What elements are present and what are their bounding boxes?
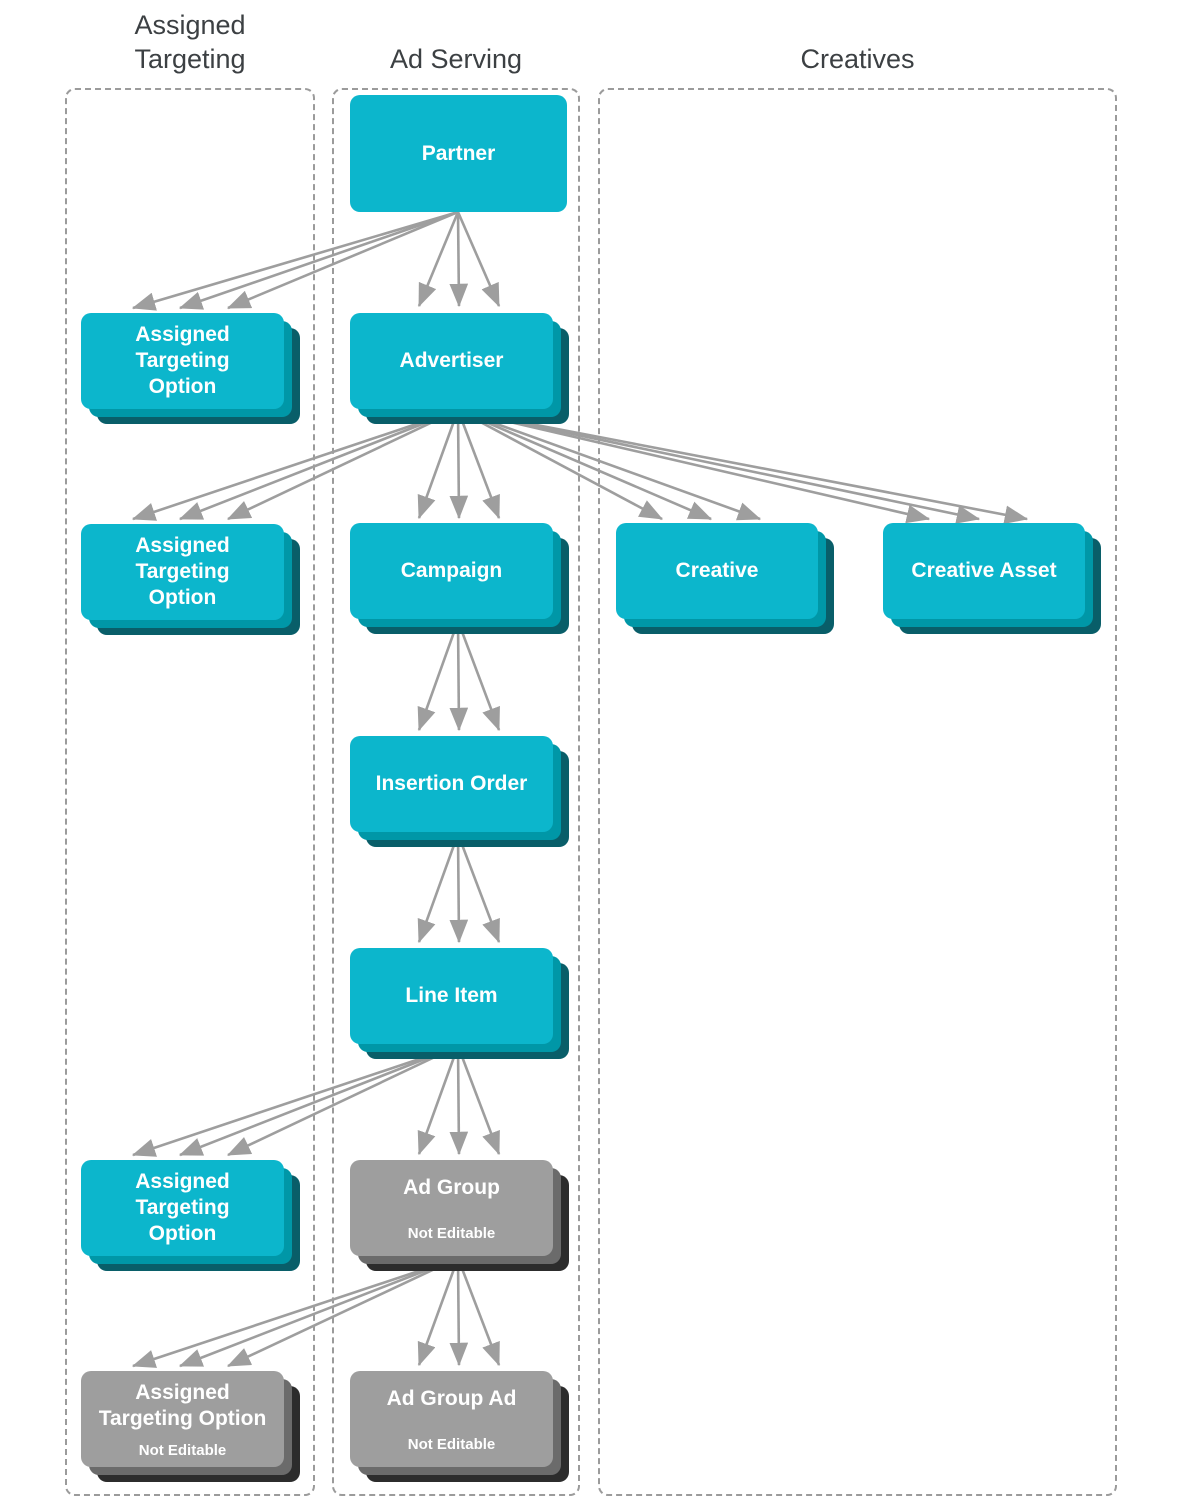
column-creatives [598, 88, 1117, 1496]
node-assigned-targeting-option-3: Assigned Targeting Option [81, 1160, 284, 1256]
node-campaign: Campaign [350, 523, 553, 619]
node-assigned-targeting-option-2: Assigned Targeting Option [81, 524, 284, 620]
node-creative-asset: Creative Asset [883, 523, 1085, 619]
node-assigned-targeting-option-1: Assigned Targeting Option [81, 313, 284, 409]
node-label: Advertiser [399, 349, 504, 372]
node-label: Insertion Order [375, 772, 528, 795]
node-label: Assigned Targeting Option [135, 1170, 230, 1245]
node-advertiser: Advertiser [350, 313, 553, 409]
node-label: Line Item [405, 984, 498, 1007]
node-label: Ad Group Ad [386, 1386, 517, 1410]
node-label: Campaign [400, 559, 503, 582]
node-insertion-order: Insertion Order [350, 736, 553, 832]
node-label: Partner [421, 141, 496, 165]
column-ad-serving [332, 88, 580, 1496]
column-assigned-targeting [65, 88, 315, 1496]
node-subtitle: Not Editable [407, 1435, 496, 1453]
node-line-item: Line Item [350, 948, 553, 1044]
node-partner: Partner [350, 95, 567, 212]
node-subtitle: Not Editable [407, 1224, 496, 1242]
column-header-assigned-targeting: Assigned Targeting [134, 10, 246, 74]
node-creative: Creative [616, 523, 818, 619]
node-label: Assigned Targeting Option [98, 1380, 267, 1430]
node-ad-group-ad: Ad Group Ad Not Editable [350, 1371, 553, 1467]
node-subtitle: Not Editable [138, 1441, 227, 1459]
node-label: Creative Asset [911, 559, 1057, 582]
node-label: Assigned Targeting Option [135, 323, 230, 398]
column-header-creatives: Creatives [800, 44, 915, 74]
node-label: Creative [675, 559, 759, 582]
node-label: Ad Group [403, 1175, 500, 1199]
column-header-ad-serving: Ad Serving [389, 44, 523, 74]
node-label: Assigned Targeting Option [135, 534, 230, 609]
